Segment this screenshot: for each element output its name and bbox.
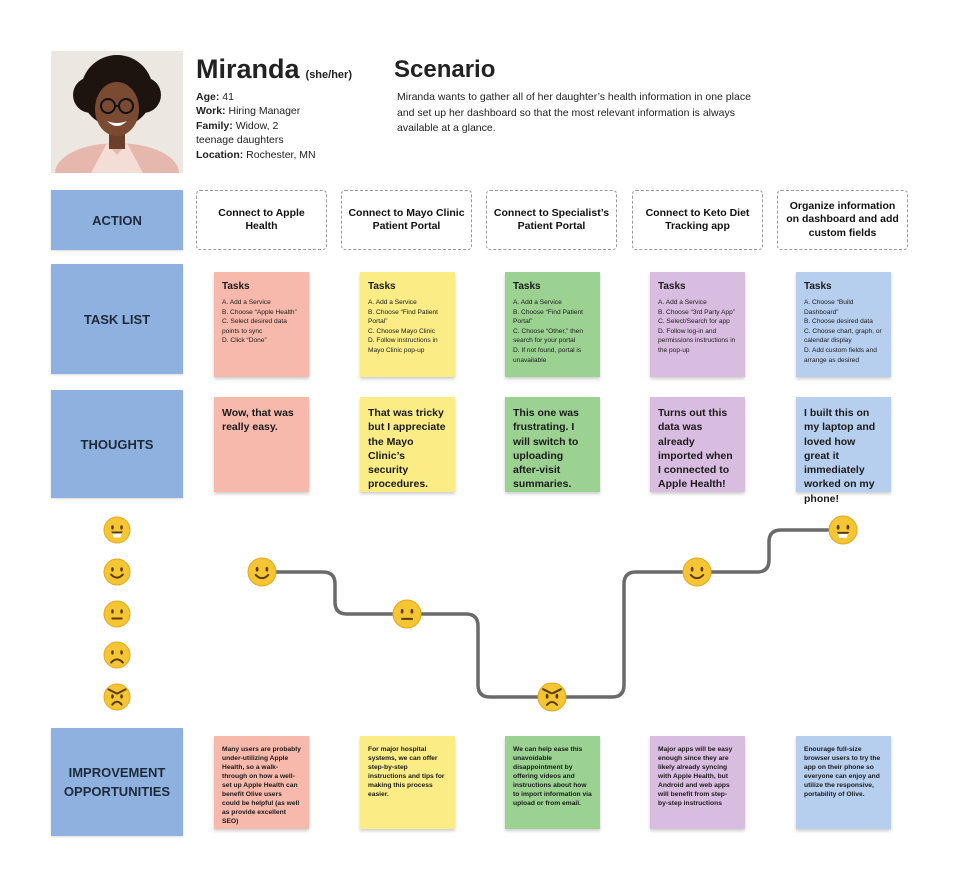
journey-point-4-smiling-icon: [682, 557, 712, 587]
persona-details: Age: 41 Work: Hiring Manager Family: Wid…: [196, 90, 371, 162]
task-item: B. Choose “3rd Party App”: [658, 308, 735, 316]
task-item: A. Choose “Build Dashboard”: [804, 299, 854, 316]
task-heading: Tasks: [804, 281, 832, 292]
task-item: C. Choose Mayo Clinic: [368, 327, 436, 335]
persona-pronouns: (she/her): [305, 69, 352, 81]
persona-age: Age: 41: [196, 91, 234, 103]
row-label-action: ACTION: [51, 190, 183, 250]
thought-note-2: That was tricky but I appreciate the May…: [360, 397, 455, 492]
task-items: A. Add a Service B. Choose “3rd Party Ap…: [658, 298, 737, 356]
task-note-5: Tasks A. Choose “Build Dashboard” B. Cho…: [796, 272, 891, 377]
action-step-1: Connect to Apple Health: [196, 190, 327, 250]
task-items: A. Choose “Build Dashboard” B. Choose de…: [804, 298, 883, 365]
persona-name-text: Miranda: [196, 54, 300, 84]
task-heading: Tasks: [513, 281, 541, 292]
task-heading: Tasks: [368, 281, 396, 292]
action-step-5: Organize information on dashboard and ad…: [777, 190, 908, 250]
thought-note-5: I built this on my laptop and loved how …: [796, 397, 891, 505]
opportunity-note-1: Many users are probably under-utilizing …: [214, 736, 309, 829]
task-note-4: Tasks A. Add a Service B. Choose “3rd Pa…: [650, 272, 745, 377]
persona-portrait-image: [51, 51, 183, 173]
thought-note-1: Wow, that was really easy.: [214, 397, 309, 492]
journey-point-3-angry-icon: [537, 682, 567, 712]
persona-location: Location: Rochester, MN: [196, 148, 316, 161]
task-item: B. Choose desired data: [804, 318, 873, 326]
journey-point-2-neutral-icon: [392, 599, 422, 629]
task-items: A. Add a Service B. Choose “Find Patient…: [513, 298, 592, 365]
emotion-scale-smiling-icon: [103, 558, 131, 586]
scenario-text: Miranda wants to gather all of her daugh…: [397, 91, 751, 134]
persona-work: Work: Hiring Manager: [196, 105, 301, 118]
action-step-3: Connect to Specialist’s Patient Portal: [486, 190, 617, 250]
task-items: A. Add a Service B. Choose “Find Patient…: [368, 298, 447, 356]
task-note-3: Tasks A. Add a Service B. Choose “Find P…: [505, 272, 600, 377]
emotion-scale-angry-icon: [103, 683, 131, 711]
journey-points: [247, 515, 858, 712]
action-step-4: Connect to Keto Diet Tracking app: [632, 190, 763, 250]
row-label-thoughts: THOUGHTS: [51, 390, 183, 498]
task-item: A. Add a Service: [658, 299, 707, 306]
emotion-scale: [103, 516, 131, 711]
task-item: B. Choose “Find Patient Portal”: [513, 308, 584, 326]
task-item: A. Add a Service: [222, 299, 271, 306]
thought-note-4: Turns out this data was already imported…: [650, 397, 745, 492]
row-label-task-list: TASK LIST: [51, 264, 183, 374]
task-item: B. Choose “Find Patient Portal”: [368, 308, 439, 326]
task-items: A. Add a Service B. Choose “Apple Health…: [222, 298, 301, 346]
opportunity-note-4: Major apps will be easy enough since the…: [650, 736, 745, 829]
task-item: D. Follow instructions in Mayo Clinic po…: [368, 337, 438, 354]
opportunity-note-2: For major hospital systems, we can offer…: [360, 736, 455, 829]
task-note-2: Tasks A. Add a Service B. Choose “Find P…: [360, 272, 455, 377]
emotion-journey-chart: [103, 515, 858, 712]
task-item: C. Select desired data points to sync: [222, 318, 287, 335]
emotion-scale-neutral-icon: [103, 600, 131, 628]
persona-name: Miranda (she/her): [196, 54, 352, 85]
task-note-1: Tasks A. Add a Service B. Choose “Apple …: [214, 272, 309, 377]
opportunity-note-3: We can help ease this unavoidable disapp…: [505, 736, 600, 829]
emotion-scale-grinning-icon: [103, 516, 131, 544]
persona-family: Family: Widow, 2 teenage daughters: [196, 119, 284, 147]
action-step-2: Connect to Mayo Clinic Patient Portal: [341, 190, 472, 250]
row-label-opportunities: IMPROVEMENT OPPORTUNITIES: [51, 728, 183, 836]
persona-photo: [51, 51, 183, 173]
task-item: C. Choose “Other,” then search for your …: [513, 327, 584, 345]
task-item: D. Click “Done”: [222, 337, 267, 345]
task-item: C. Choose chart, graph, or calendar disp…: [804, 327, 882, 345]
task-heading: Tasks: [222, 281, 250, 292]
task-heading: Tasks: [658, 281, 686, 292]
task-item: D. Add custom fields and arrange as desi…: [804, 346, 877, 364]
journey-line: [260, 528, 845, 699]
task-item: B. Choose “Apple Health”: [222, 308, 297, 316]
task-item: A. Add a Service: [368, 299, 417, 306]
task-item: D. If not found, portal is unavailable: [513, 346, 582, 364]
journey-point-1-smiling-icon: [247, 557, 277, 587]
opportunity-note-5: Enourage full-size browser users to try …: [796, 736, 891, 829]
scenario-title: Scenario: [394, 56, 496, 83]
task-item: C. Select/Search for app: [658, 318, 730, 326]
thought-note-3: This one was frustrating. I will switch …: [505, 397, 600, 492]
task-item: D. Follow log-in and permissions instruc…: [658, 327, 736, 354]
journey-point-5-grinning-icon: [828, 515, 858, 545]
task-item: A. Add a Service: [513, 299, 562, 306]
emotion-scale-frowning-icon: [103, 641, 131, 669]
